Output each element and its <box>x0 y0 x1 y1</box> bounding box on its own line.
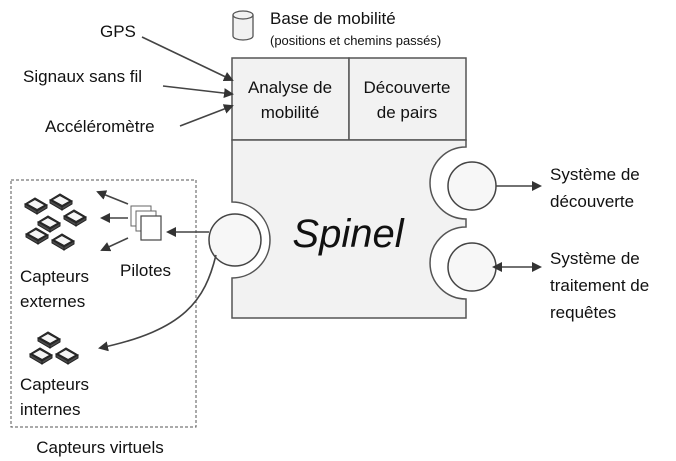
peer-discovery-label-2: de pairs <box>377 103 437 122</box>
drivers-icon <box>130 205 162 241</box>
driver-arrow-3 <box>100 237 129 252</box>
discovery-system-label-1: Système de <box>550 165 640 184</box>
gps-arrow <box>141 36 234 82</box>
drivers-label: Pilotes <box>120 261 171 280</box>
query-port <box>447 242 497 292</box>
sensor-port <box>208 213 262 267</box>
driver-arrow-1 <box>96 190 129 205</box>
external-sensors-label-2: externes <box>20 292 85 311</box>
discovery-system-label-2: découverte <box>550 192 634 211</box>
query-system-label-2: traitement de <box>550 276 649 295</box>
mobility-db-subtitle: (positions et chemins passés) <box>270 33 441 48</box>
mobility-analysis-box <box>231 57 350 141</box>
port-to-internal-arrow <box>98 254 217 352</box>
query-system-label-1: Système de <box>550 249 640 268</box>
internal-sensors-icon <box>29 331 79 365</box>
internal-sensors-label-2: internes <box>20 400 80 419</box>
mobility-analysis-label-1: Analyse de <box>248 78 332 97</box>
wireless-label: Signaux sans fil <box>23 67 142 86</box>
database-icon <box>232 10 254 41</box>
spinel-core-label: Spinel <box>292 212 404 256</box>
discovery-port <box>447 161 497 211</box>
gps-label: GPS <box>100 22 136 41</box>
accelerometer-label: Accéléromètre <box>45 117 155 136</box>
peer-discovery-box <box>348 57 467 141</box>
spinel-core-block <box>231 139 467 319</box>
virtual-sensors-box <box>10 179 197 428</box>
accelerometer-arrow <box>179 104 234 127</box>
virtual-sensors-label: Capteurs virtuels <box>36 438 164 457</box>
peer-discovery-label-1: Découverte <box>364 78 451 97</box>
external-sensors-label-1: Capteurs <box>20 267 89 286</box>
wireless-arrow <box>162 85 234 99</box>
mobility-db-title: Base de mobilité <box>270 9 396 28</box>
query-system-label-3: requêtes <box>550 303 616 322</box>
internal-sensors-label-1: Capteurs <box>20 375 89 394</box>
mobility-analysis-label-2: mobilité <box>261 103 320 122</box>
external-sensors-icon <box>24 193 87 251</box>
